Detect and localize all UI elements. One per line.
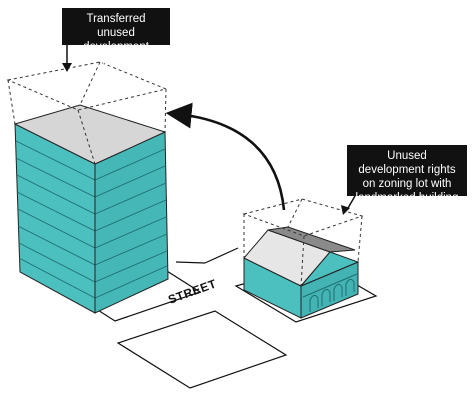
- street-corner-line: [175, 261, 206, 264]
- street-edge-line: [204, 247, 239, 264]
- empty-lot-outline: [116, 310, 288, 389]
- callout-unused-rights: Unused development rights on zoning lot …: [347, 145, 467, 204]
- callout-transferred-rights: Transferred unused development rights: [62, 8, 170, 67]
- callout-unused-pointer: [347, 195, 356, 209]
- callout-unused-pointer-tip: [341, 205, 350, 215]
- landmark-arches: [302, 273, 358, 312]
- transfer-arrow: [165, 102, 286, 211]
- landmark-roof-right: [267, 226, 356, 253]
- landmark-gable: [300, 251, 360, 287]
- landmark-dashed-envelope: [242, 198, 364, 287]
- tower-dashed-envelope: [6, 61, 168, 165]
- callout-transferred-pointer-tip: [62, 63, 72, 72]
- street-label: STREET: [166, 276, 218, 306]
